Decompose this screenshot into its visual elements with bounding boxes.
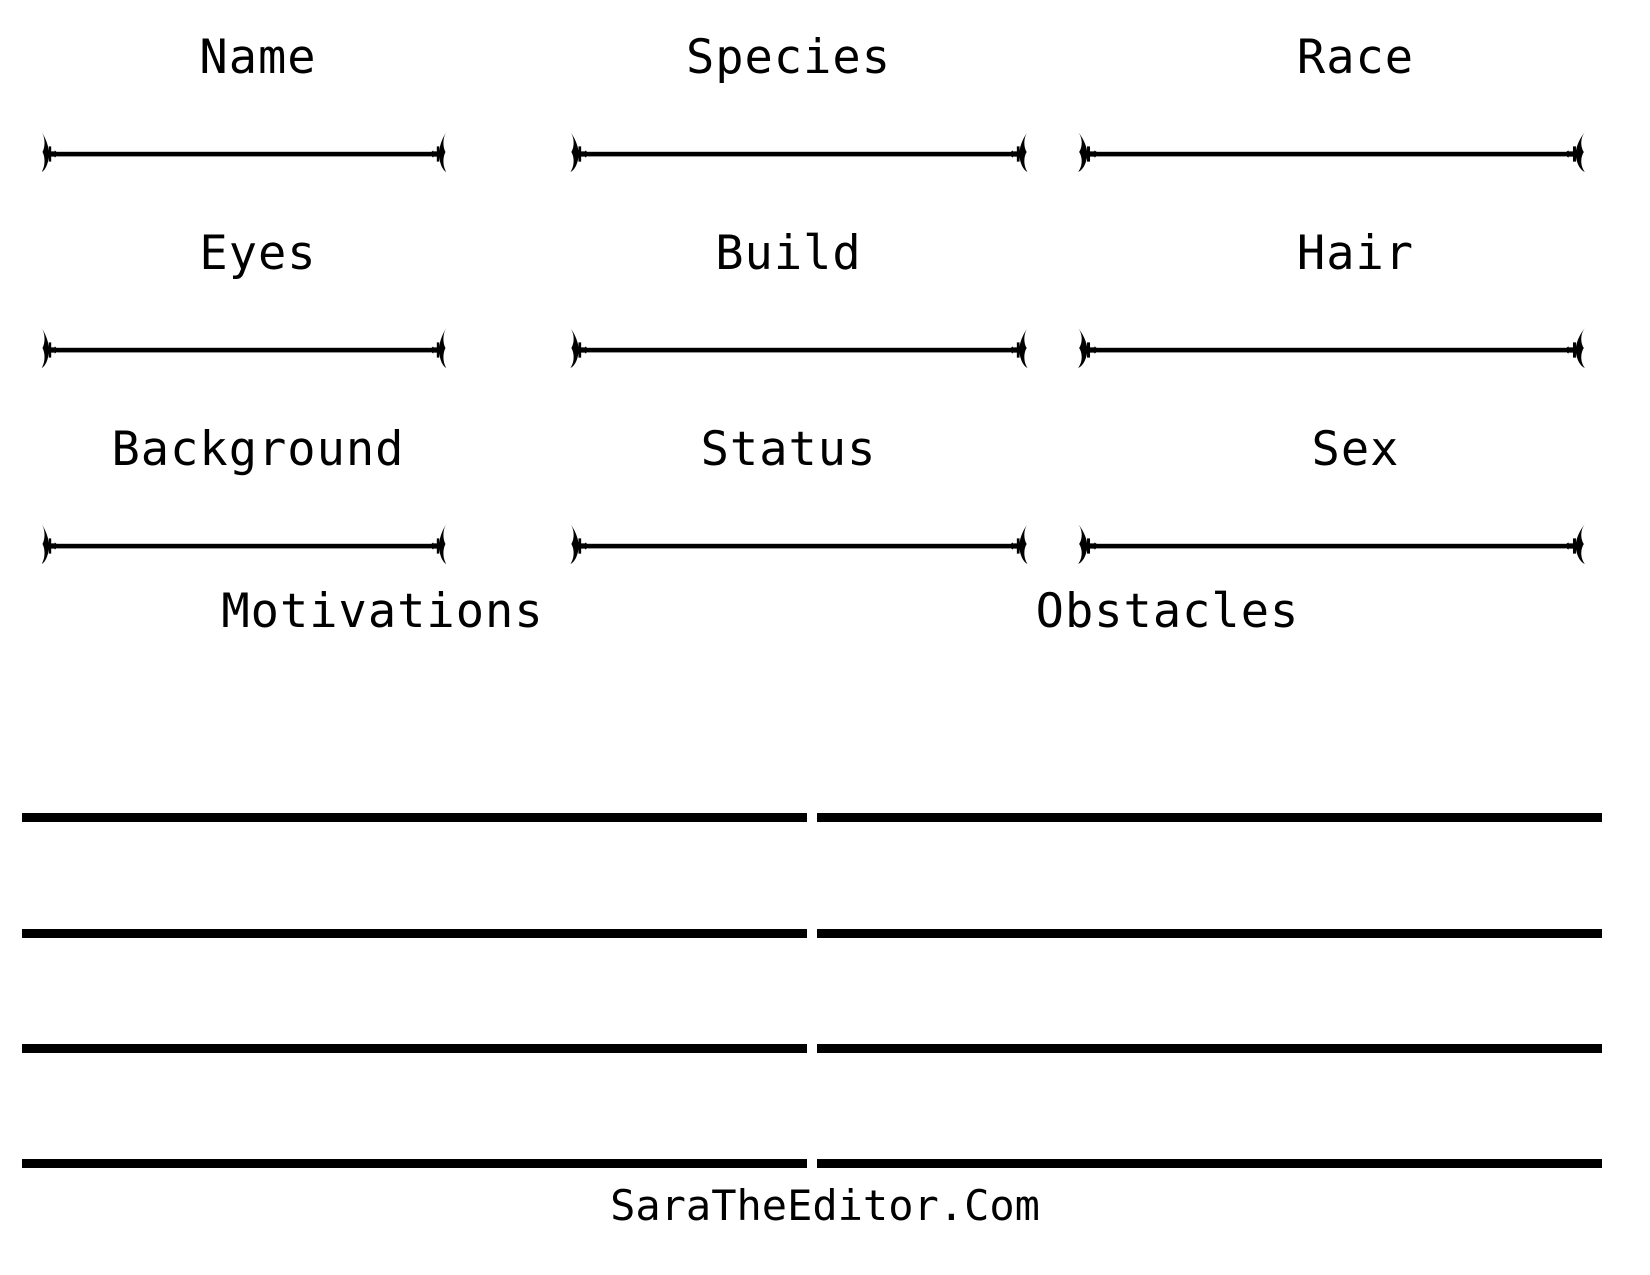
- ornamental-rule-icon: [1071, 126, 1592, 182]
- ornamental-rule-icon: [564, 518, 1034, 574]
- motivations-lines: [22, 700, 807, 1180]
- field-label: Race: [1296, 30, 1415, 85]
- section-headings: Motivations Obstacles: [0, 588, 1650, 698]
- field-label: Status: [700, 422, 877, 477]
- field-label: Name: [199, 30, 317, 85]
- field-name[interactable]: Name: [0, 0, 516, 196]
- field-label: Sex: [1311, 422, 1400, 477]
- write-line[interactable]: [817, 813, 1602, 822]
- write-line[interactable]: [22, 1044, 807, 1053]
- writing-area: [0, 700, 1650, 1180]
- field-build[interactable]: Build: [516, 196, 1061, 392]
- write-line[interactable]: [817, 1044, 1602, 1053]
- field-eyes[interactable]: Eyes: [0, 196, 516, 392]
- ornamental-rule-icon: [36, 518, 452, 574]
- ornamental-rule-icon: [1071, 322, 1592, 378]
- field-label: Eyes: [199, 226, 317, 281]
- ornamental-rule-icon: [564, 126, 1034, 182]
- ornamental-rule-icon: [36, 322, 452, 378]
- footer-credit: SaraTheEditor.Com: [610, 1181, 1040, 1230]
- field-label: Build: [715, 226, 862, 281]
- field-race[interactable]: Race: [1061, 0, 1650, 196]
- field-species[interactable]: Species: [516, 0, 1061, 196]
- section-heading-motivations: Motivations: [221, 584, 544, 639]
- field-label: Hair: [1296, 226, 1415, 281]
- field-label: Species: [685, 30, 892, 85]
- ornamental-rule-icon: [36, 126, 452, 182]
- ornamental-rule-icon: [1071, 518, 1592, 574]
- field-status[interactable]: Status: [516, 392, 1061, 588]
- write-line[interactable]: [22, 813, 807, 822]
- write-line[interactable]: [817, 1159, 1602, 1168]
- field-hair[interactable]: Hair: [1061, 196, 1650, 392]
- field-sex[interactable]: Sex: [1061, 392, 1650, 588]
- ornamental-rule-icon: [564, 322, 1034, 378]
- write-line[interactable]: [817, 929, 1602, 938]
- field-background[interactable]: Background: [0, 392, 516, 588]
- field-grid: Name Species: [0, 0, 1650, 588]
- write-line[interactable]: [22, 1159, 807, 1168]
- section-heading-obstacles: Obstacles: [1035, 584, 1300, 639]
- field-label: Background: [111, 422, 405, 477]
- write-line[interactable]: [22, 929, 807, 938]
- obstacles-lines: [817, 700, 1602, 1180]
